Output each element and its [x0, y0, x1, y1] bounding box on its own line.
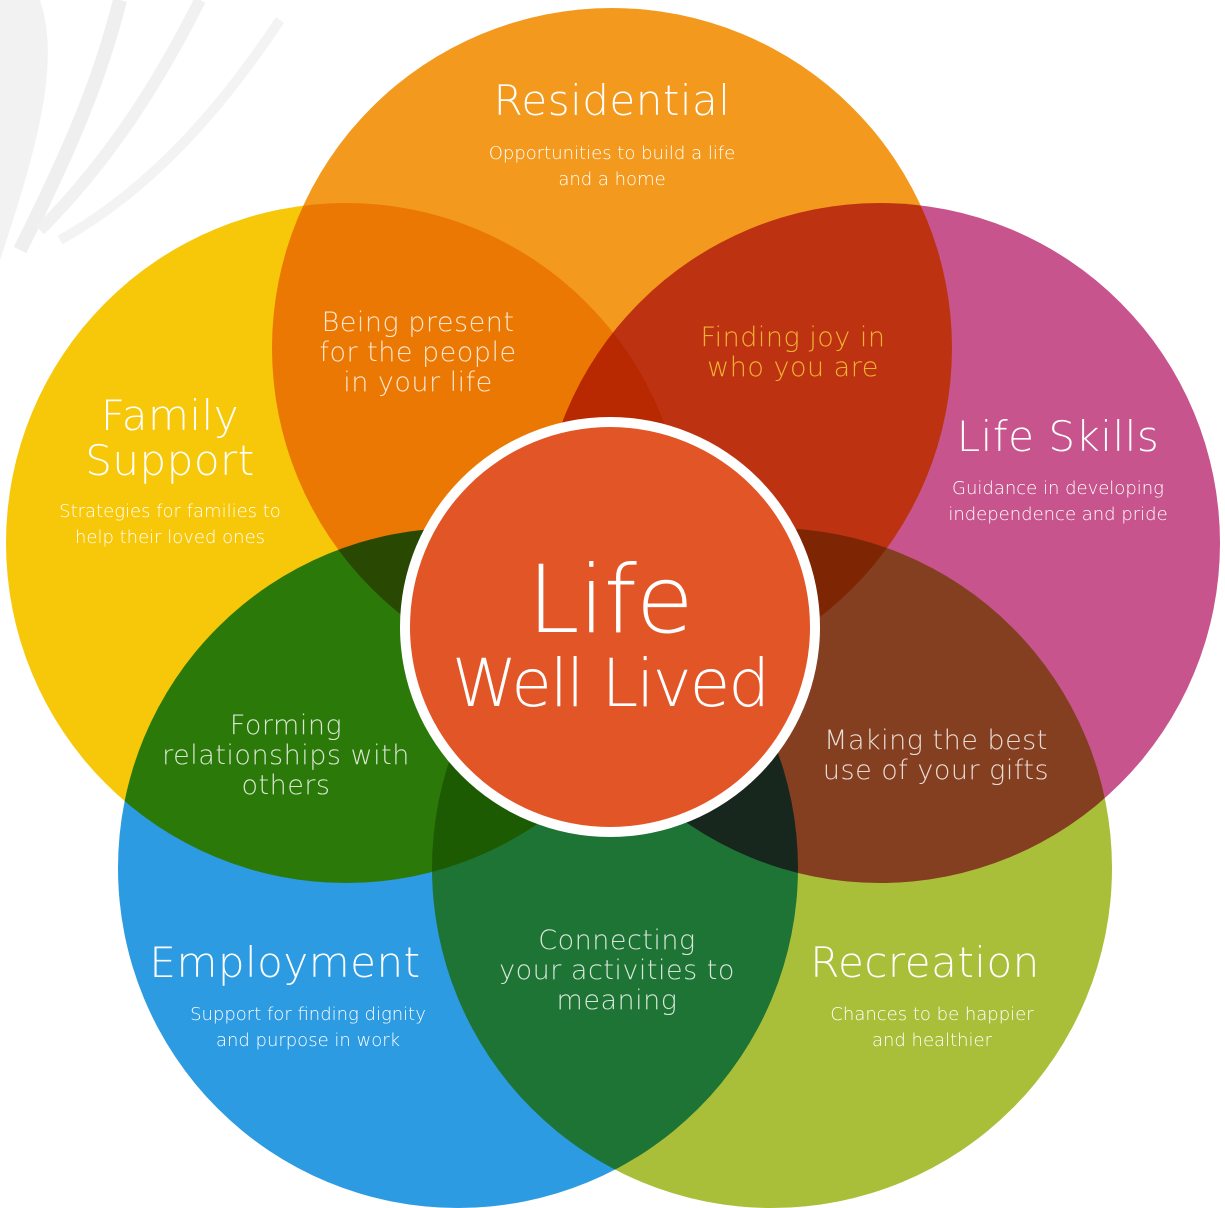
residential-title: Residential	[493, 76, 731, 125]
center-title-line1: Life	[527, 546, 693, 655]
overlap-connecting-line2: your activities to	[499, 955, 735, 986]
overlap-being-present-line2: for the people	[319, 337, 517, 368]
family-support-description-line2: help their loved ones	[74, 527, 266, 548]
overlap-forming-relationships-line1: Forming	[229, 710, 343, 741]
overlap-connecting-line3: meaning	[556, 985, 678, 1016]
overlap-connecting-line1: Connecting	[538, 925, 696, 956]
residential-description-line1: Opportunities to build a life	[488, 143, 736, 164]
family-support-description-line1: Strategies for families to	[59, 501, 281, 522]
employment-title: Employment	[149, 938, 421, 987]
center-title: Life Well Lived	[410, 427, 810, 827]
overlap-forming-relationships-line2: relationships with	[162, 740, 410, 771]
employment-description-line2: and purpose in work	[215, 1030, 401, 1051]
overlap-finding-joy-line2: who you are	[707, 352, 879, 383]
life-skills-title: Life Skills	[956, 412, 1160, 461]
overlap-finding-joy-line1: Finding joy in	[700, 322, 886, 353]
overlap-making-best-line2: use of your gifts	[822, 755, 1050, 786]
overlap-forming-relationships-line3: others	[241, 770, 331, 801]
overlap-being-present-line1: Being present	[321, 307, 515, 338]
recreation-description-line1: Chances to be happier	[830, 1004, 1034, 1025]
residential-description-line2: and a home	[558, 169, 666, 190]
family-support-title-line1: Family	[100, 391, 240, 440]
employment-description-line1: Support for finding dignity	[190, 1004, 426, 1025]
overlap-making-best-line1: Making the best	[824, 725, 1048, 756]
center-title-line2: Well Lived	[451, 645, 770, 722]
recreation-title: Recreation	[810, 938, 1040, 987]
center-circle	[410, 427, 810, 827]
overlap-being-present-line3: in your life	[343, 367, 493, 398]
recreation-description-line2: and healthier	[871, 1030, 993, 1051]
leaf-decoration	[0, 0, 285, 260]
life-skills-description-line2: independence and pride	[948, 504, 1168, 525]
family-support-title-line2: Support	[85, 436, 255, 485]
life-skills-description-line1: Guidance in developing	[952, 478, 1164, 499]
